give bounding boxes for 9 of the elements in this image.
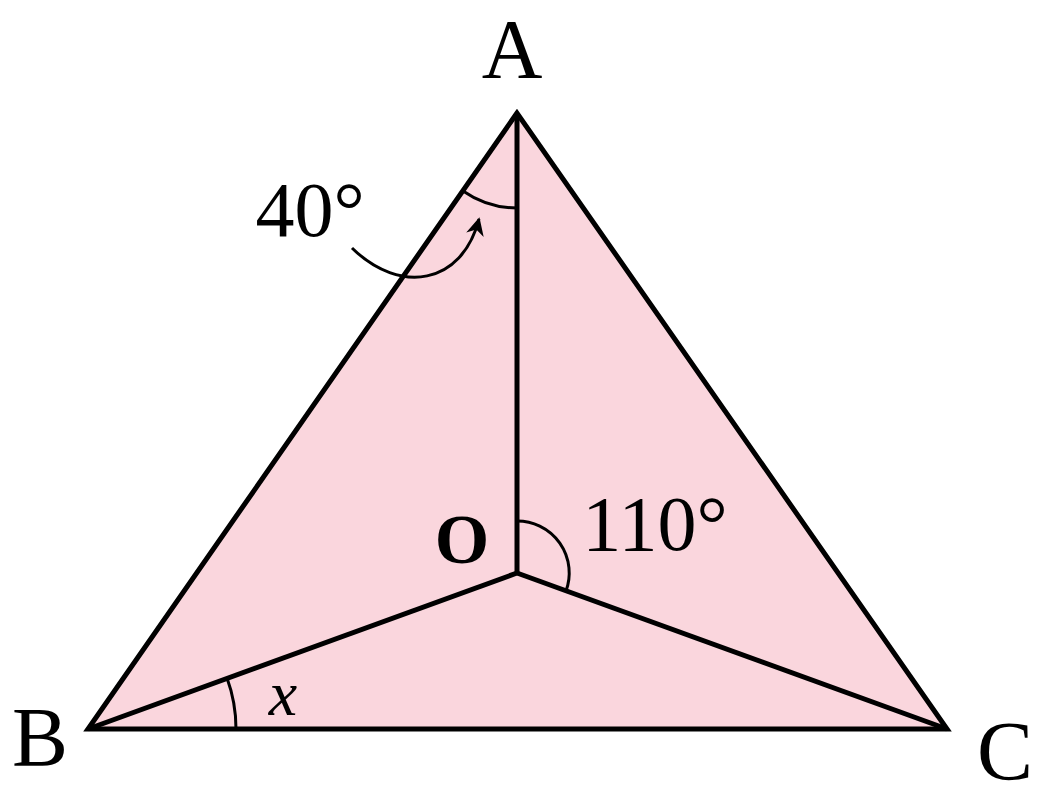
vertex-label: O — [434, 505, 490, 575]
angle-label: 40° — [255, 171, 365, 249]
leader-line — [351, 217, 483, 279]
vertex-label: B — [12, 696, 68, 780]
angle-label: 110° — [582, 485, 728, 563]
vertex-label: C — [977, 710, 1033, 794]
angle-arc — [462, 189, 518, 210]
vertex-label: A — [481, 8, 543, 92]
angle-label: x — [268, 662, 298, 726]
